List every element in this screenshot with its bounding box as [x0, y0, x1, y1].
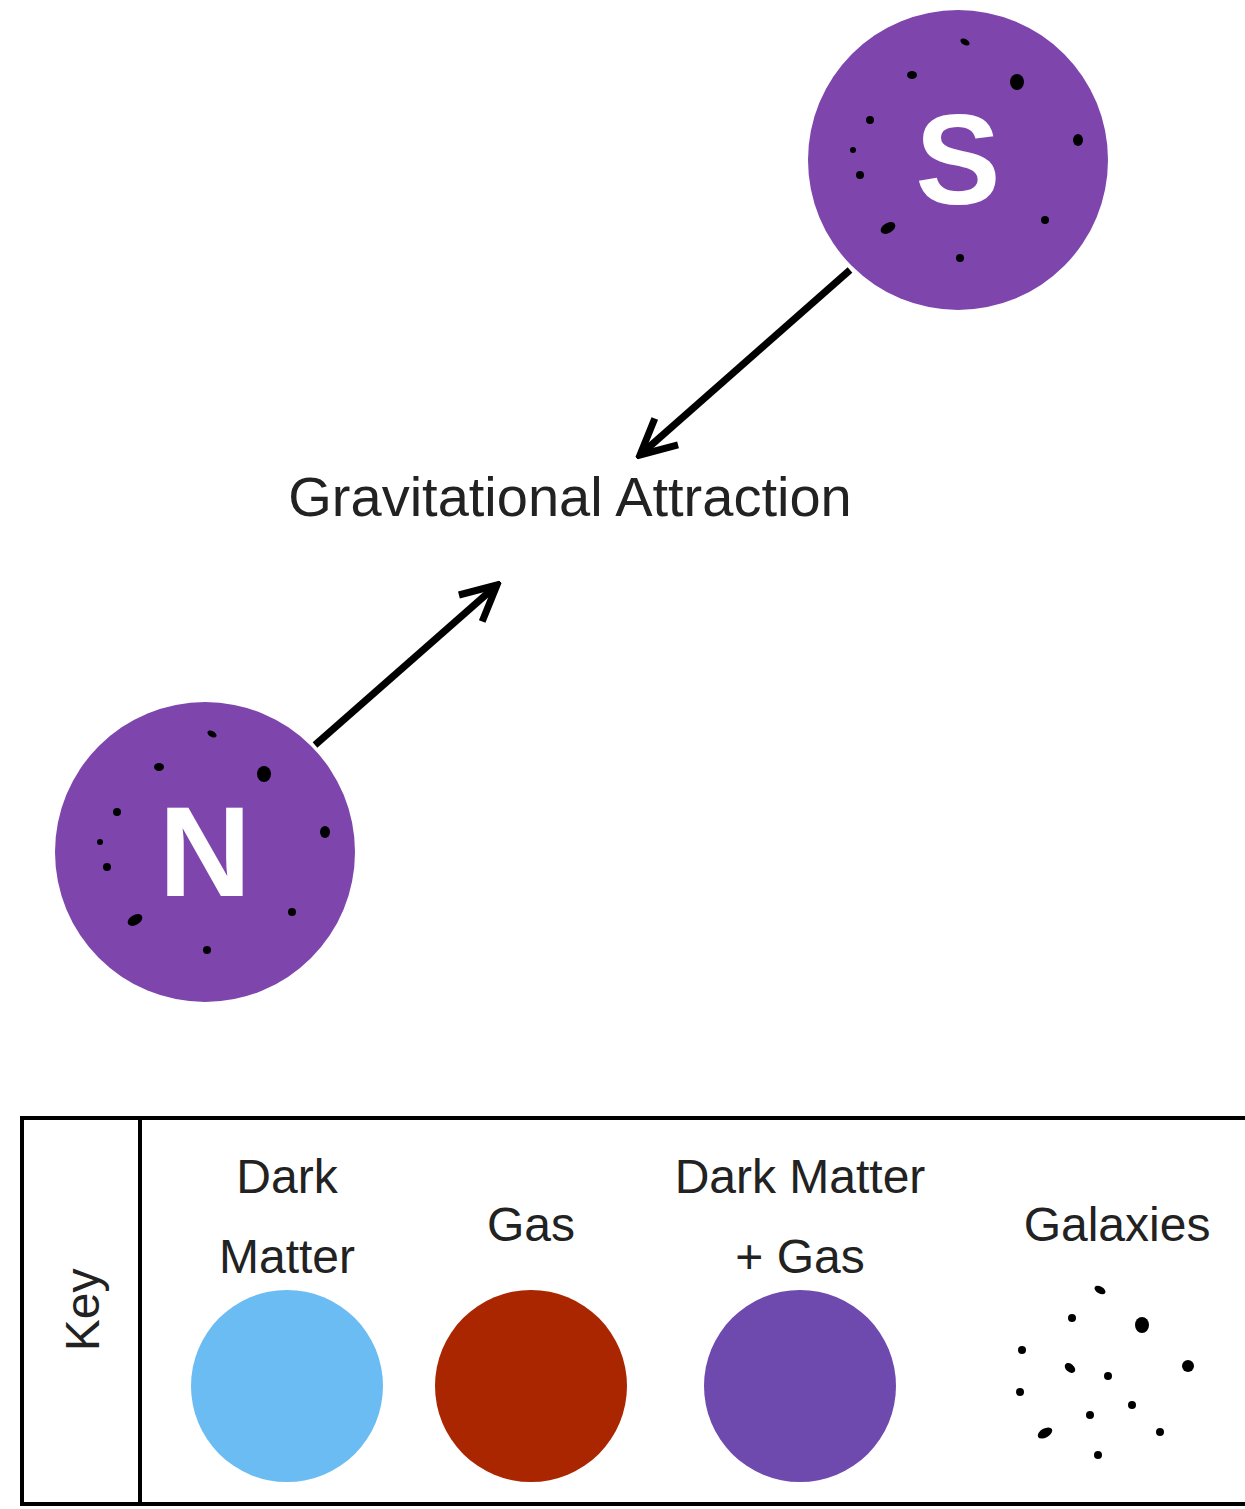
- key-label: Key: [53, 1269, 111, 1352]
- attraction-arrow: [640, 270, 850, 455]
- cluster-circle: S: [808, 10, 1108, 310]
- galaxy-dots-sample: [1016, 1284, 1194, 1459]
- legend-swatch: [191, 1290, 383, 1482]
- legend-swatch: [435, 1290, 627, 1482]
- legend-swatch: [704, 1290, 896, 1482]
- cluster-letter: S: [915, 96, 1000, 224]
- attraction-label: Gravitational Attraction: [288, 463, 851, 530]
- cluster-letter: N: [159, 788, 251, 916]
- legend-text: Dark Matter: [177, 1137, 397, 1297]
- legend-divider: [138, 1118, 142, 1504]
- cluster-circle: N: [55, 702, 355, 1002]
- legend-text: Dark Matter + Gas: [665, 1137, 935, 1297]
- legend-text: Gas: [451, 1185, 611, 1265]
- legend-frame: [22, 1118, 1245, 1504]
- attraction-arrow: [315, 585, 497, 745]
- legend-text: Galaxies: [1002, 1185, 1232, 1265]
